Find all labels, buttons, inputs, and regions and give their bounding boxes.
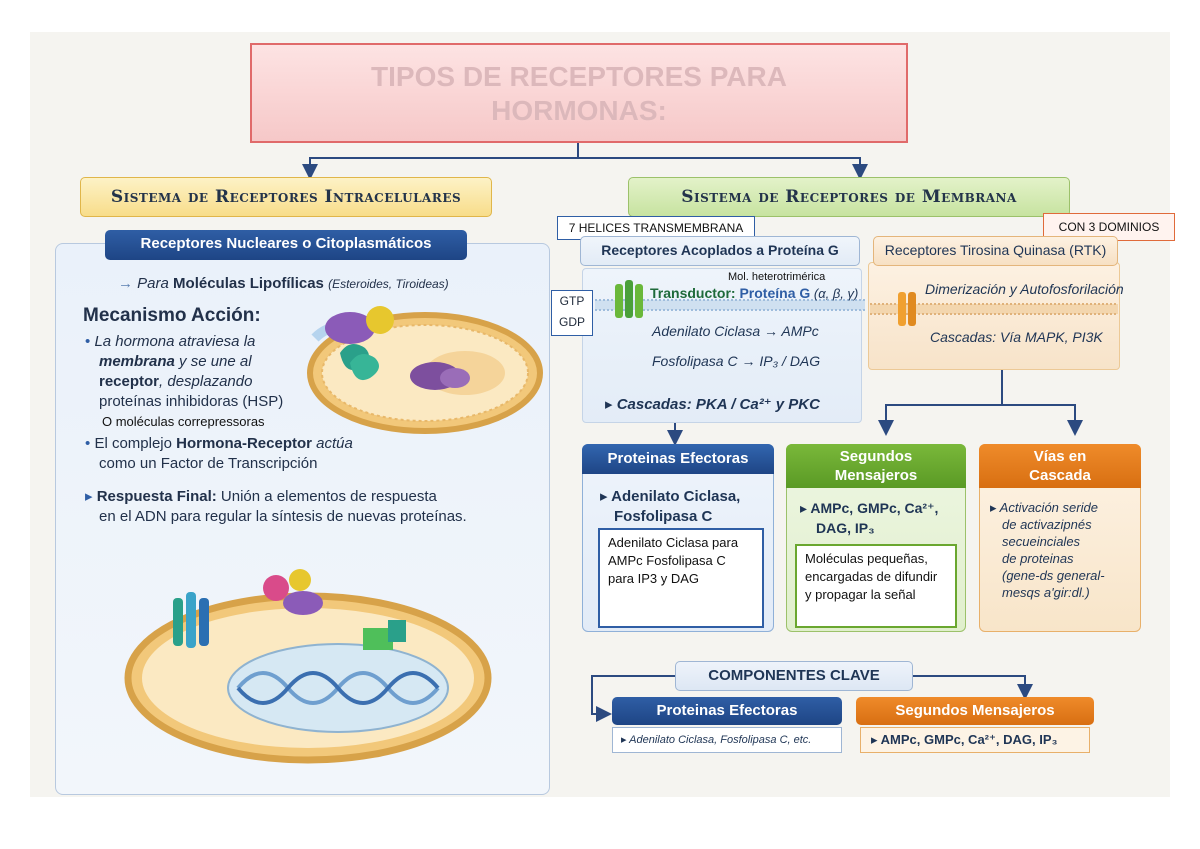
second-messengers-note: Moléculas pequeñas, encargadas de difund… — [795, 544, 957, 628]
cascade-pathways-card-body: ▸ Activación seride de activazipnés secu… — [990, 499, 1105, 601]
cascade-pathways-card-header: Vías en Cascada — [979, 444, 1141, 488]
cascade-line-4: de proteinas — [1002, 551, 1074, 566]
cascade-line-2: de activazipnés — [1002, 517, 1092, 532]
rtk-membrane-graphic — [870, 292, 1118, 326]
lipophilic-line: → Para Moléculas Lipofílicas (Esteroides… — [118, 274, 548, 294]
heterotrimeric-label: Mol. heterotrimérica — [728, 271, 826, 283]
bullet-1-line-1: La hormona atraviesa la — [94, 333, 256, 350]
cell-illustration-top — [307, 306, 543, 434]
cascade-line-3: secueinciales — [1002, 534, 1081, 549]
transducer-line: Transductor: Proteína G (α, β, γ) — [650, 285, 858, 301]
bullet-1-receptor: receptor — [99, 373, 160, 390]
key-messengers-detail: ▸ AMPc, GMPc, Ca²⁺, DAG, IP₃ — [860, 727, 1090, 753]
dimerization-label: Dimerización y Autofosforilación — [925, 281, 1124, 297]
final-response: ▸ Respuesta Final: Unión a elementos de … — [85, 487, 535, 527]
bullet-1-line-2: y se une al — [174, 353, 252, 370]
arrow-right-icon: → — [118, 275, 133, 292]
cascade-line-5: (gene-ds general- — [1002, 568, 1105, 583]
bullet-2-line-2: como un Factor de Transcripción — [99, 455, 318, 472]
gprotein-label: Proteína G — [739, 285, 811, 301]
lipophilic-examples: (Esteroides, Tiroideas) — [328, 277, 449, 291]
gdp-label: GDP — [558, 315, 585, 329]
gpcr-cascades: ▸ Cascadas: PKA / Ca²⁺ y PKC — [605, 396, 820, 413]
effector-proteins-note: Adenilato Ciclasa para AMPc Fosfolipasa … — [598, 528, 764, 628]
second-messengers-line-1: ▸ AMPc, GMPc, Ca²⁺, — [800, 500, 939, 516]
nuclear-receptors-header: Receptores Nucleares o Citoplasmáticos — [105, 230, 467, 260]
bullet-1-line-4: proteínas inhibidoras (HSP) — [99, 393, 284, 410]
gtp-label: GTP — [559, 294, 585, 308]
membrane-banner: Sistema de Receptores de Membrana — [628, 177, 1070, 217]
second-messengers-head-1: Segundos — [839, 448, 913, 465]
effector-body-line-2: Fosfolipasa C — [614, 508, 713, 525]
adenylate-cyclase-path: Adenilato Ciclasa → AMPc — [652, 323, 819, 339]
effector-proteins-card-body: ▸ Adenilato Ciclasa, Fosfolipasa C — [600, 487, 740, 527]
bullet-1-line-3: , desplazando — [159, 373, 253, 390]
second-messengers-card-body: ▸ AMPc, GMPc, Ca²⁺, DAG, IP₃ — [800, 498, 938, 538]
final-response-bold: Respuesta Final: — [96, 488, 217, 505]
cell-illustration-bottom — [124, 569, 492, 764]
rtk-header: Receptores Tirosina Quinasa (RTK) — [873, 236, 1118, 266]
key-messengers-pill: Segundos Mensajeros — [856, 697, 1094, 725]
effector-proteins-card-header: Proteinas Efectoras — [582, 444, 774, 474]
gprotein-membrane-graphic — [595, 280, 865, 318]
cascade-head-1: Vías en — [1033, 448, 1087, 465]
key-effectors-pill: Proteinas Efectoras — [612, 697, 842, 725]
cascade-head-2: Cascada — [1029, 467, 1091, 484]
intracellular-banner-text: Sistema de Receptores Intracelulares — [110, 187, 462, 207]
para-prefix: Para — [137, 275, 174, 292]
bullet-1: • La hormona atraviesa la membrana y se … — [85, 333, 284, 410]
corepressor-annotation: O moléculas correpressoras — [102, 414, 265, 429]
gpcr-header: Receptores Acoplados a Proteína G — [580, 236, 860, 266]
second-messengers-head-2: Mensajeros — [834, 467, 918, 484]
bullet-1-membrana: membrana — [99, 353, 175, 370]
second-messengers-line-2: DAG, IP₃ — [816, 520, 875, 536]
phospholipase-path: Fosfolipasa C → IP₃ / DAG — [652, 353, 821, 369]
gprotein-subunits: (α, β, γ) — [810, 286, 859, 301]
key-components-header: COMPONENTES CLAVE — [675, 661, 913, 691]
bullet-2-a: El complejo — [94, 435, 177, 452]
final-response-text: Unión a elementos de respuesta — [216, 488, 437, 505]
bullet-2: • El complejo Hormona-Receptor actúa com… — [85, 434, 505, 474]
bullet-2-complex: Hormona-Receptor — [176, 435, 312, 452]
second-messengers-card-header: Segundos Mensajeros — [786, 444, 966, 488]
key-effectors-detail: ▸ Adenilato Ciclasa, Fosfolipasa C, etc. — [612, 727, 842, 753]
membrane-banner-text: Sistema de Receptores de Membrana — [681, 187, 1017, 207]
transducer-label: Transductor: — [650, 285, 740, 301]
intracellular-banner: Sistema de Receptores Intracelulares — [80, 177, 492, 217]
mechanism-heading: Mecanismo Acción: — [83, 305, 261, 326]
gtp-gdp-box: GTP GDP — [551, 290, 593, 336]
lipophilic-bold: Moléculas Lipofílicas — [173, 275, 324, 292]
cascade-line-6: mesqs a'gir:dl.) — [1002, 585, 1090, 600]
bullet-2-c: actúa — [312, 435, 353, 452]
rtk-cascades-label: Cascadas: Vía MAPK, PI3K — [930, 329, 1103, 345]
title-line-1: TIPOS DE RECEPTORES PARA — [371, 61, 787, 92]
title-line-2: HORMONAS: — [491, 95, 667, 126]
cascade-line-1: ▸ Activación seride — [990, 500, 1098, 515]
main-title: TIPOS DE RECEPTORES PARA HORMONAS: — [250, 43, 908, 143]
effector-body-line-1: ▸ Adenilato Ciclasa, — [600, 488, 741, 505]
final-response-line-2: en el ADN para regular la síntesis de nu… — [99, 508, 467, 525]
